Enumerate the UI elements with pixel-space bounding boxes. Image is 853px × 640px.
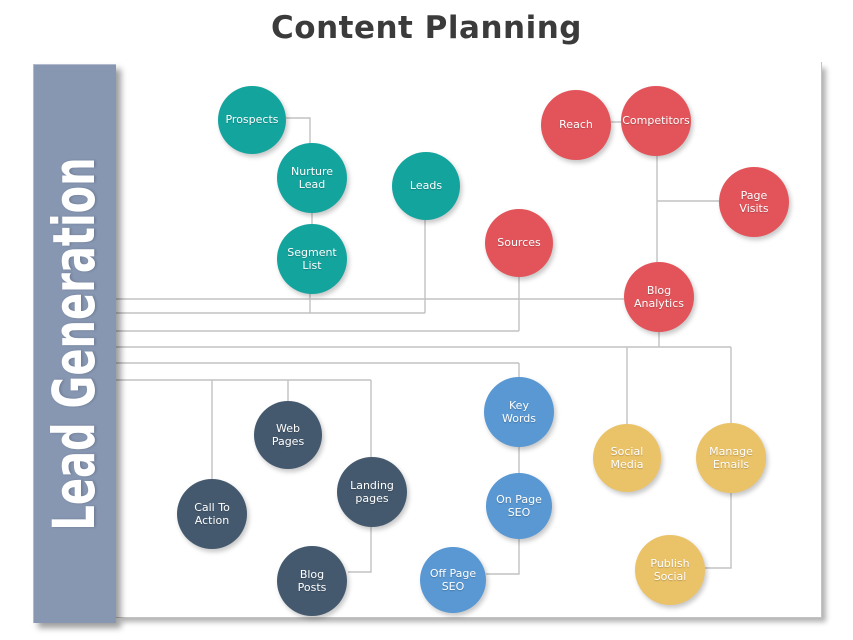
node-key-words[interactable]: Key Words bbox=[484, 377, 554, 447]
page-title: Content Planning bbox=[271, 10, 582, 46]
node-landing-pages[interactable]: Landing pages bbox=[337, 457, 407, 527]
node-competitors[interactable]: Competitors bbox=[621, 86, 691, 156]
node-leads[interactable]: Leads bbox=[392, 152, 460, 220]
node-blog-analytics[interactable]: Blog Analytics bbox=[624, 262, 694, 332]
lead-generation-band[interactable]: Lead Generation bbox=[33, 64, 116, 623]
node-sources[interactable]: Sources bbox=[485, 209, 553, 277]
node-reach[interactable]: Reach bbox=[541, 90, 611, 160]
node-on-page-seo[interactable]: On Page SEO bbox=[486, 473, 552, 539]
node-call-to-action[interactable]: Call To Action bbox=[177, 479, 247, 549]
node-nurture-lead[interactable]: Nurture Lead bbox=[277, 143, 347, 213]
node-prospects[interactable]: Prospects bbox=[218, 86, 286, 154]
node-off-page-seo[interactable]: Off Page SEO bbox=[420, 547, 486, 613]
node-publish-social[interactable]: Publish Social bbox=[635, 535, 705, 605]
node-manage-emails[interactable]: Manage Emails bbox=[696, 423, 766, 493]
node-social-media[interactable]: Social Media bbox=[593, 424, 661, 492]
node-blog-posts[interactable]: Blog Posts bbox=[277, 546, 347, 616]
node-segment-list[interactable]: Segment List bbox=[277, 224, 347, 294]
node-page-visits[interactable]: Page Visits bbox=[719, 167, 789, 237]
node-web-pages[interactable]: Web Pages bbox=[254, 401, 322, 469]
